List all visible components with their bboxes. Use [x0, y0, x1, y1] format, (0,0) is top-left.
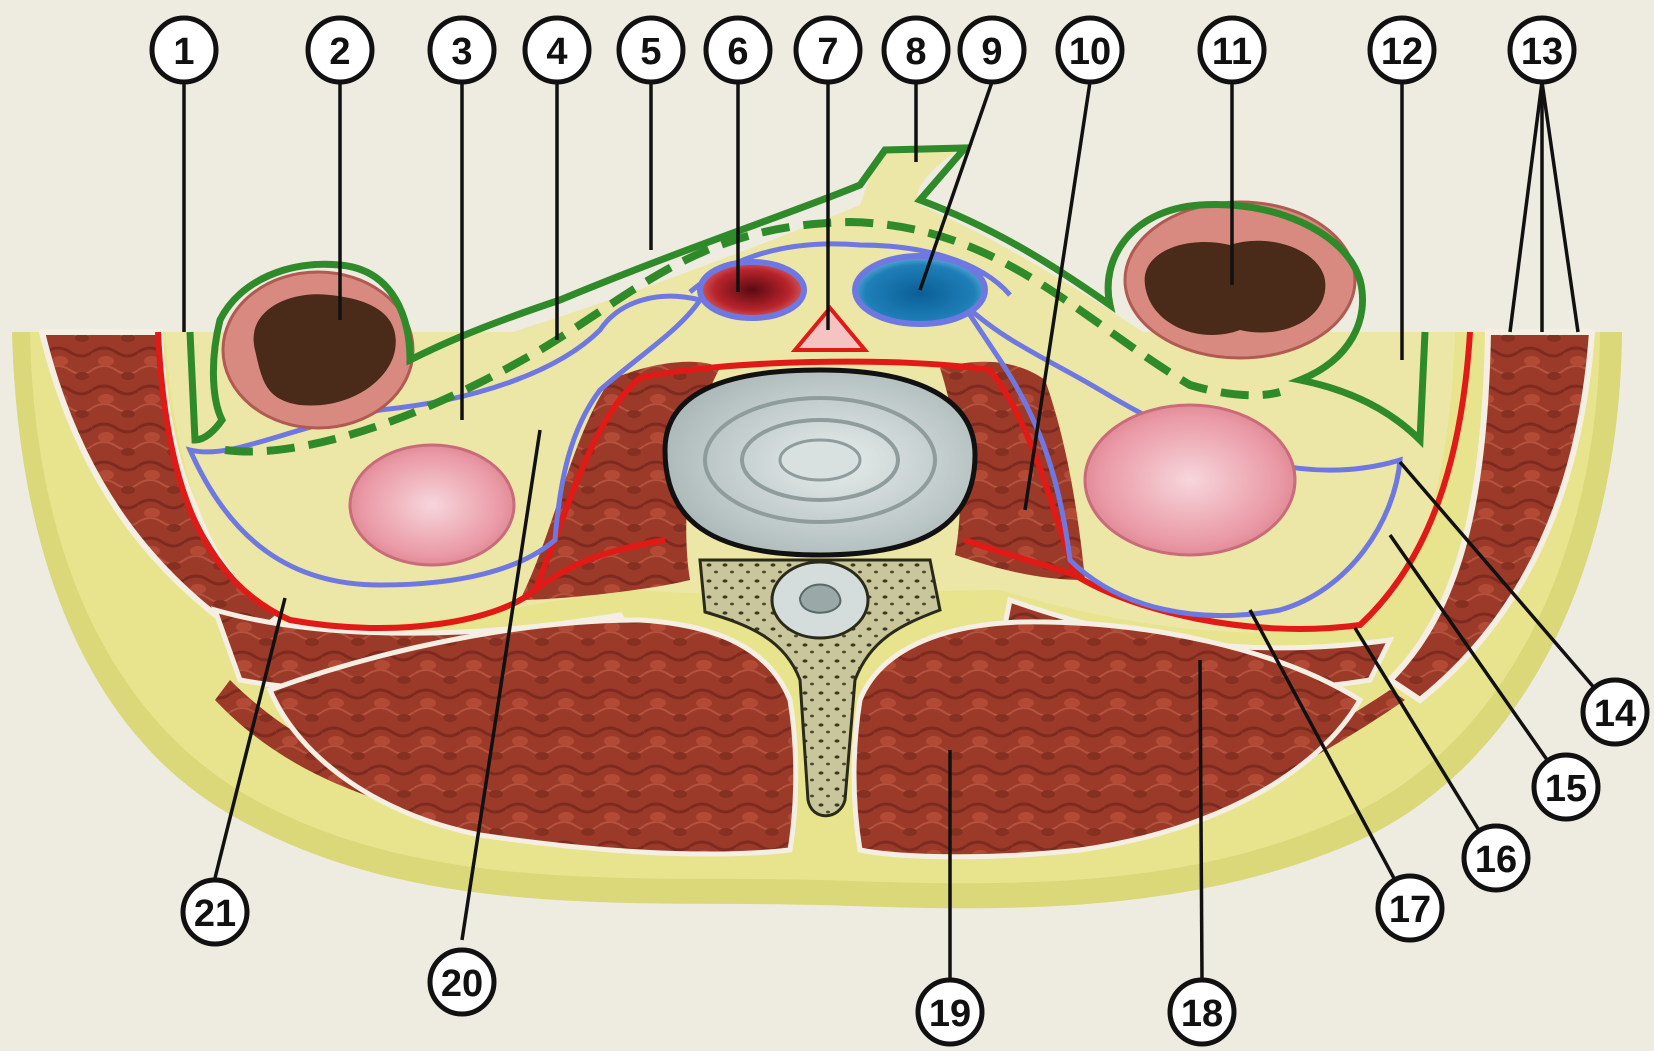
marker-21-label: 21 [194, 893, 236, 935]
marker-7-label: 7 [817, 31, 838, 73]
marker-5-label: 5 [640, 31, 661, 73]
marker-11: 11 [1200, 18, 1264, 82]
disc-nucleus [780, 440, 860, 480]
marker-12-label: 12 [1381, 31, 1423, 73]
marker-15: 15 [1534, 755, 1598, 819]
marker-13-label: 13 [1521, 31, 1563, 73]
marker-7: 7 [796, 18, 860, 82]
marker-3: 3 [430, 18, 494, 82]
marker-18-label: 18 [1181, 993, 1223, 1035]
marker-1-label: 1 [173, 31, 194, 73]
marker-16: 16 [1464, 826, 1528, 890]
marker-10-label: 10 [1069, 31, 1111, 73]
marker-17: 17 [1378, 876, 1442, 940]
marker-18: 18 [1170, 980, 1234, 1044]
marker-12: 12 [1370, 18, 1434, 82]
leader-13c [1542, 82, 1578, 332]
marker-13: 13 [1510, 18, 1574, 82]
marker-4: 4 [525, 18, 589, 82]
marker-2: 2 [308, 18, 372, 82]
aorta [700, 262, 804, 318]
marker-1: 1 [152, 18, 216, 82]
kidney-right [1085, 405, 1295, 555]
marker-11-label: 11 [1212, 31, 1252, 73]
marker-16-label: 16 [1475, 839, 1517, 881]
leader-18 [1200, 660, 1202, 978]
spinal-cord [800, 585, 840, 613]
leader-13a [1510, 82, 1542, 332]
marker-10: 10 [1058, 18, 1122, 82]
marker-3-label: 3 [451, 31, 472, 73]
marker-20: 20 [430, 950, 494, 1014]
kidney-left [350, 445, 514, 565]
marker-9-label: 9 [981, 31, 1002, 73]
ascending-colon-content [1145, 241, 1326, 335]
marker-21: 21 [183, 880, 247, 944]
marker-4-label: 4 [546, 31, 567, 73]
marker-14: 14 [1583, 680, 1647, 744]
marker-6-label: 6 [727, 31, 748, 73]
marker-20-label: 20 [441, 963, 483, 1005]
marker-17-label: 17 [1389, 889, 1431, 931]
marker-15-label: 15 [1545, 768, 1587, 810]
marker-9: 9 [960, 18, 1024, 82]
marker-14-label: 14 [1594, 693, 1636, 735]
marker-19: 19 [918, 980, 982, 1044]
marker-8: 8 [884, 18, 948, 82]
marker-2-label: 2 [329, 31, 350, 73]
marker-8-label: 8 [905, 31, 926, 73]
marker-5: 5 [619, 18, 683, 82]
marker-6: 6 [706, 18, 770, 82]
marker-19-label: 19 [929, 993, 971, 1035]
